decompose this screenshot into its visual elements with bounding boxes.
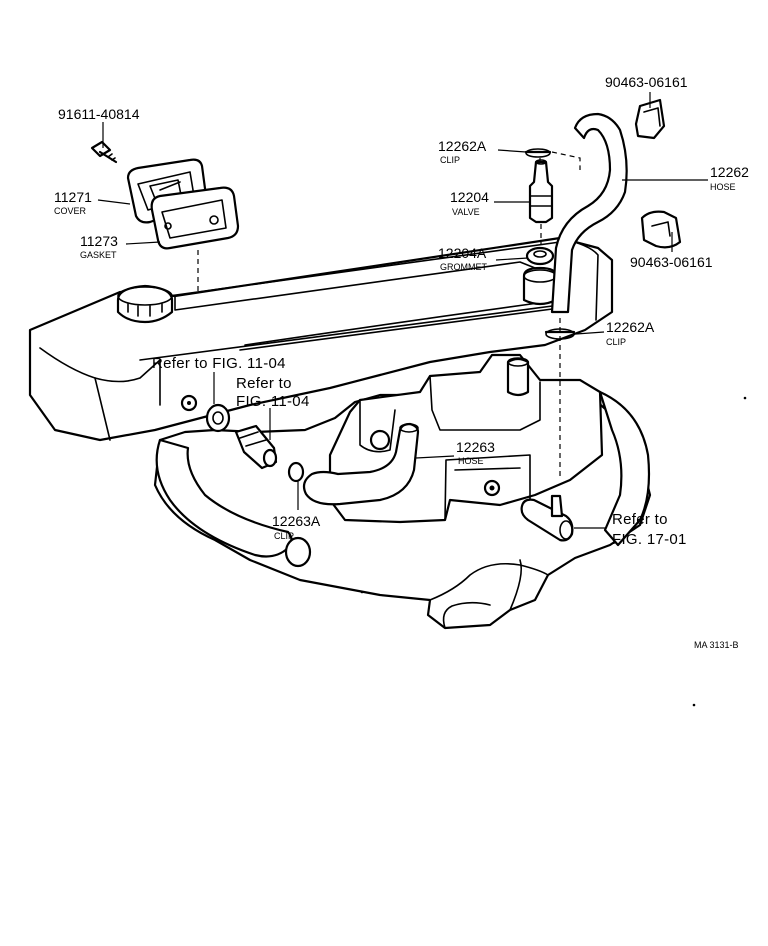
hose-12262-icon [550,112,628,314]
label-12263-name: HOSE [458,456,484,466]
label-12204-name: VALVE [452,207,480,217]
bolt-91611-icon [90,140,118,164]
union-fitting-icon [234,424,278,470]
pcv-valve-12204-icon [528,159,554,224]
label-90463-top: 90463-06161 [605,74,688,90]
drawing-code: MA 3131-B [694,640,739,650]
label-12263: 12263 [456,439,495,455]
label-11271: 11271 [54,189,92,205]
label-12263A-name: CLIP [274,531,294,541]
clip-12262A-top-icon [524,148,552,158]
gasket-11273-icon [150,186,240,250]
label-11273: 11273 [80,233,118,249]
label-12262A-top: 12262A [438,138,487,154]
label-12262-name: HOSE [710,182,736,192]
grommet-12204A-icon [525,246,555,266]
label-90463-mid: 90463-06161 [630,254,713,270]
label-12262A-lower: 12262A [606,319,655,335]
label-91611: 91611-40814 [58,106,140,122]
label-12204A: 12204A [438,245,487,261]
ref-fig-17-01-line2: FIG. 17-01 [612,531,687,548]
vacuum-union-icon [520,494,574,542]
clip-90463-mid-icon [640,210,682,249]
ref-fig-17-01-line1: Refer to [612,511,668,528]
label-12263A: 12263A [272,513,321,529]
label-12204A-name: GROMMET [440,262,487,272]
label-12204: 12204 [450,189,489,205]
clip-12263A-icon [287,461,305,483]
label-11273-name: GASKET [80,250,117,260]
head-cover-body [28,236,614,442]
label-11271-name: COVER [54,206,87,216]
clip-90463-top-icon [634,98,666,140]
label-12262A-lower-name: CLIP [606,337,626,347]
clip-12262A-lower-icon [544,328,576,340]
label-12262: 12262 [710,164,749,180]
label-12262A-top-name: CLIP [440,155,460,165]
ref-fig-11-04-b-line2: FIG. 11-04 [236,393,310,410]
leader-lines [97,92,708,529]
ref-fig-11-04-a: Refer to FIG. 11-04 [152,355,286,372]
ref-fig-11-04-b-line1: Refer to [236,375,292,392]
hose-12263-icon [302,422,420,506]
washer-icon [205,403,231,433]
